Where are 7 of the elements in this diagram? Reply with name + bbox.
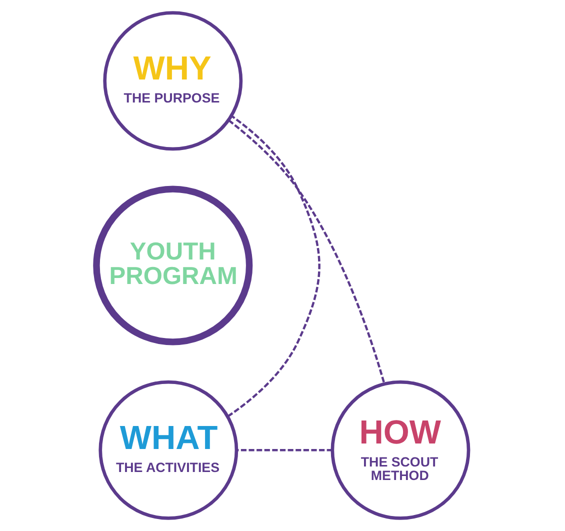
connector: [236, 449, 332, 452]
node-circle: WHAT THE ACTIVITIES: [98, 380, 238, 520]
connector: [228, 119, 386, 384]
node-circle: HOW THE SCOUT METHOD: [330, 380, 470, 520]
node-circle: YOUTH PROGRAM: [93, 186, 253, 346]
node-circle: WHY THE PURPOSE: [103, 11, 243, 151]
connector: [227, 114, 320, 418]
